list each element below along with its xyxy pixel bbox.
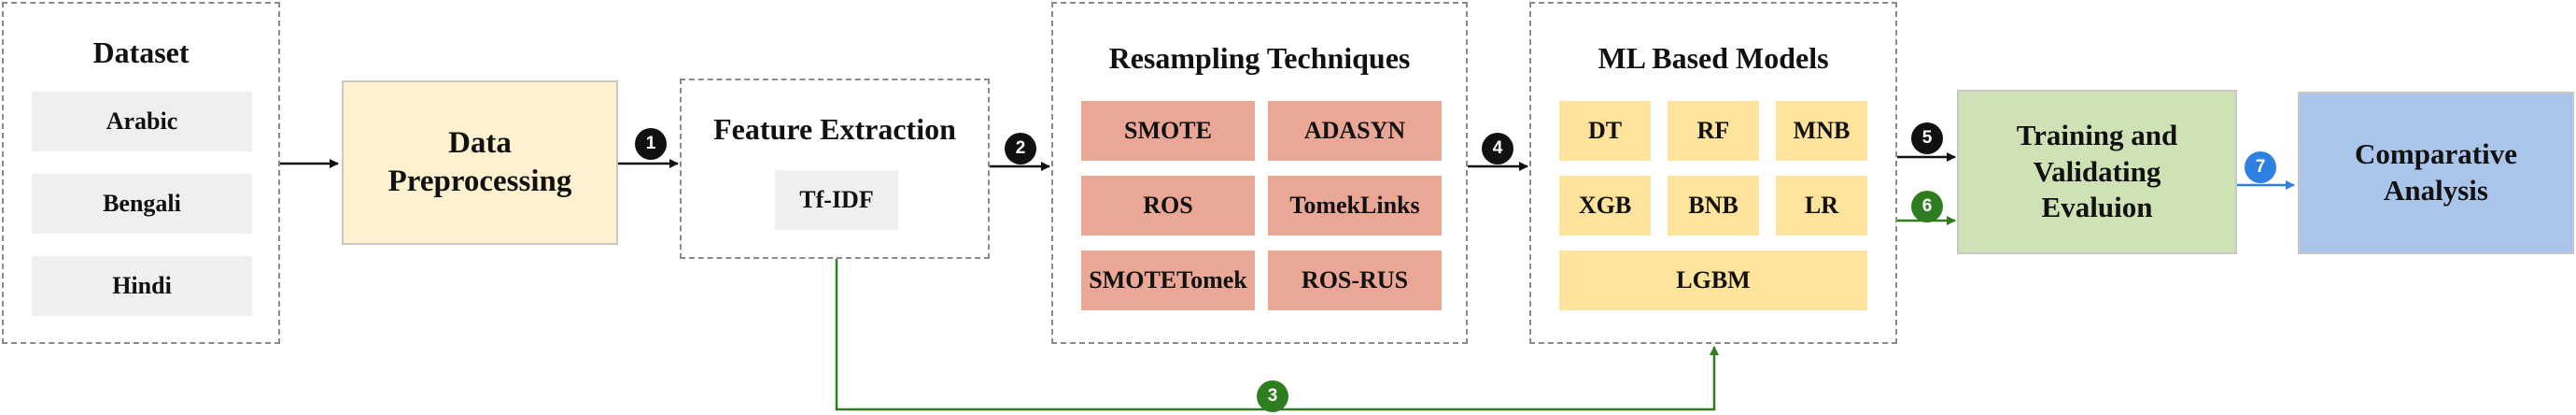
resampling-item-ros-rus: ROS-RUS [1268, 250, 1442, 310]
resampling-item-ros: ROS [1081, 176, 1255, 236]
dataset-item-hindi: Hindi [32, 256, 252, 316]
model-item-mnb: MNB [1776, 101, 1867, 161]
analysis-line2: Analysis [2384, 174, 2488, 207]
analysis-line1: Comparative [2355, 137, 2517, 171]
model-item-lr: LR [1776, 176, 1867, 236]
preprocessing-line1: Data [448, 125, 512, 160]
preprocessing-line2: Preprocessing [387, 165, 572, 198]
feature-item-tfidf: Tf-IDF [775, 170, 898, 230]
training-line1: Training and [2016, 118, 2178, 151]
model-item-bnb: BNB [1668, 176, 1759, 236]
resampling-item-tomeklinks: TomekLinks [1268, 176, 1442, 236]
step-badge-4: 4 [1482, 133, 1513, 165]
training-validating-box: Training and Validating Evaluion [1957, 90, 2237, 254]
ml-models-title: ML Based Models [1598, 41, 1829, 75]
feature-extraction-panel: Feature Extraction Tf-IDF [680, 79, 990, 259]
dataset-title: Dataset [92, 36, 190, 69]
step-badge-5: 5 [1911, 122, 1943, 154]
dataset-panel: Dataset Arabic Bengali Hindi [2, 2, 280, 344]
model-item-lgbm: LGBM [1559, 250, 1867, 310]
feature-extraction-title: Feature Extraction [713, 112, 956, 146]
step-badge-1: 1 [635, 128, 667, 160]
resampling-panel: Resampling Techniques SMOTE ADASYN ROS T… [1051, 2, 1468, 344]
data-preprocessing-box: Data Preprocessing [342, 80, 618, 245]
model-item-dt: DT [1559, 101, 1651, 161]
comparative-analysis-box: Comparative Analysis [2298, 92, 2574, 254]
step-badge-3: 3 [1257, 380, 1288, 412]
model-item-rf: RF [1668, 101, 1759, 161]
resampling-item-smote: SMOTE [1081, 101, 1255, 161]
resampling-item-adasyn: ADASYN [1268, 101, 1442, 161]
resampling-item-smotetomek: SMOTETomek [1081, 250, 1255, 310]
step-badge-2: 2 [1005, 133, 1036, 165]
step-badge-7: 7 [2245, 151, 2276, 183]
dataset-item-bengali: Bengali [32, 174, 252, 234]
step-badge-6: 6 [1911, 191, 1943, 222]
dataset-item-arabic: Arabic [32, 92, 252, 151]
model-item-xgb: XGB [1559, 176, 1651, 236]
training-line3: Evaluion [2041, 191, 2153, 224]
training-line2: Validating [2033, 154, 2161, 188]
ml-models-panel: ML Based Models DT RF MNB XGB BNB LR LGB… [1529, 2, 1897, 344]
resampling-title: Resampling Techniques [1108, 41, 1411, 75]
